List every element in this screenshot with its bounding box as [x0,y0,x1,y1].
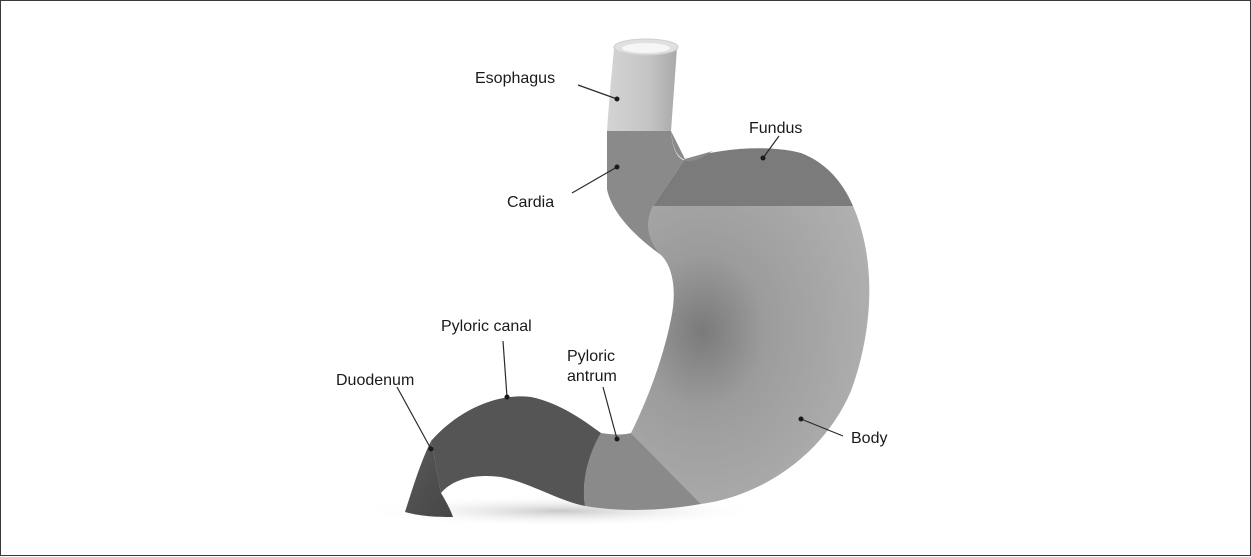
pyloric-canal-dot [505,395,510,400]
label-pyloric-antrum-line1: Pyloric [567,348,615,365]
esophagus-lumen [622,43,670,53]
esophagus-dot [615,97,620,102]
body-dot [799,417,804,422]
duodenum-dot [429,447,434,452]
pyloric-antrum-leader [603,387,617,439]
duodenum-leader [397,387,431,449]
fundus-dot [761,156,766,161]
label-fundus: Fundus [749,120,802,137]
label-cardia: Cardia [507,194,554,211]
pyloric-canal-leader [503,341,507,397]
pyloric-antrum-dot [615,437,620,442]
esophagus-tube [607,48,677,131]
label-body: Body [851,430,887,447]
stomach-body [631,206,869,504]
label-esophagus: Esophagus [475,70,555,87]
label-pyloric-antrum-line2: antrum [567,368,617,385]
label-pyloric-canal: Pyloric canal [441,318,532,335]
label-duodenum: Duodenum [336,372,414,389]
cardia-dot [615,165,620,170]
pyloric-canal-region [431,396,601,506]
